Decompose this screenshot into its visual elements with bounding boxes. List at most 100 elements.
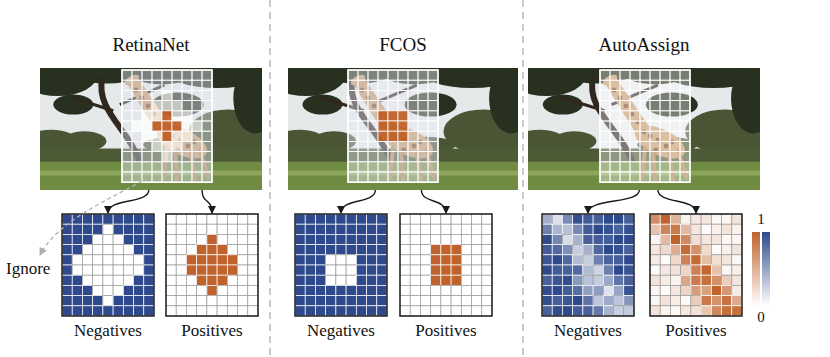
map-cell [681,234,691,244]
map-cell [400,306,410,316]
assignment-grid: Negatives [62,214,154,316]
map-cell [431,234,441,244]
map-cell [238,245,248,255]
map-cell [552,214,562,224]
anchor-cell [408,70,418,80]
map-cell [410,234,420,244]
anchor-cell [418,80,428,90]
anchor-cell [620,121,630,131]
map-cell [593,224,603,234]
map-cell [305,275,315,285]
map-cell [660,245,670,255]
anchor-cell [182,80,192,90]
anchor-cell [640,111,650,121]
anchor-cell [388,131,398,141]
map-cell [670,275,680,285]
map-cell [336,275,346,285]
map-cell [562,265,572,275]
anchor-cell [122,90,132,100]
anchor-cell [358,121,368,131]
map-cell [295,214,305,224]
map-cell [583,234,593,244]
map-cell [461,224,471,234]
map-cell [93,245,103,255]
map-label: Negatives [74,322,142,341]
map-cell [72,306,82,316]
anchor-cell [600,121,610,131]
anchor-cell [172,111,182,121]
map-cell [603,275,613,285]
map-cell [377,255,387,265]
map-cell [603,306,613,316]
map-cell [722,255,732,265]
map-cell [441,245,451,255]
map-cell [144,234,154,244]
assignment-map [400,214,492,316]
anchor-cell [368,121,378,131]
map-cell [441,265,451,275]
map-cell [134,265,144,275]
anchor-cell [368,162,378,172]
map-cell [62,224,72,234]
map-cell [451,306,461,316]
map-cell [295,224,305,234]
anchor-cell [398,111,408,121]
map-cell [113,245,123,255]
assignment-grid: Negatives [542,214,634,316]
anchor-cell [142,152,152,162]
map-cell [217,214,227,224]
anchor-cell [378,80,388,90]
anchor-cell [398,162,408,172]
map-cell [248,296,258,306]
anchor-cell [388,80,398,90]
map-cell [420,255,430,265]
map-cell [573,265,583,275]
anchor-cell [132,141,142,151]
map-cell [650,224,660,234]
map-cell [113,275,123,285]
anchor-cell [358,152,368,162]
map-cell [583,285,593,295]
map-cell [420,306,430,316]
anchor-cell [162,131,172,141]
map-cell [573,306,583,316]
map-cell [670,245,680,255]
map-cell [315,265,325,275]
anchor-cell [640,172,650,182]
anchor-cell [182,101,192,111]
map-cell [614,234,624,244]
map-cell [573,224,583,234]
anchor-cell [630,121,640,131]
assignment-grid: Positives [166,214,258,316]
map-cell [62,265,72,275]
map-cell [134,296,144,306]
map-cell [691,234,701,244]
anchor-cell [640,90,650,100]
map-cell [562,275,572,285]
map-cell [722,285,732,295]
anchor-cell [660,111,670,121]
map-cell [305,265,315,275]
map-cell [614,265,624,275]
anchor-cell [388,121,398,131]
anchor-cell [610,101,620,111]
map-cell [701,214,711,224]
map-cell [670,234,680,244]
anchor-cell [122,141,132,151]
anchor-cell [640,131,650,141]
map-cell [482,245,492,255]
map-cell [400,245,410,255]
map-cell [356,214,366,224]
image-panel: RetinaNet [40,68,262,190]
map-cell [144,265,154,275]
anchor-cell [670,172,680,182]
map-label: Positives [665,322,726,341]
anchor-cell [600,162,610,172]
map-cell [72,255,82,265]
map-cell [207,214,217,224]
map-cell [367,214,377,224]
anchor-cell [600,90,610,100]
map-cell [482,224,492,234]
anchor-cell [650,172,660,182]
map-cell [176,285,186,295]
